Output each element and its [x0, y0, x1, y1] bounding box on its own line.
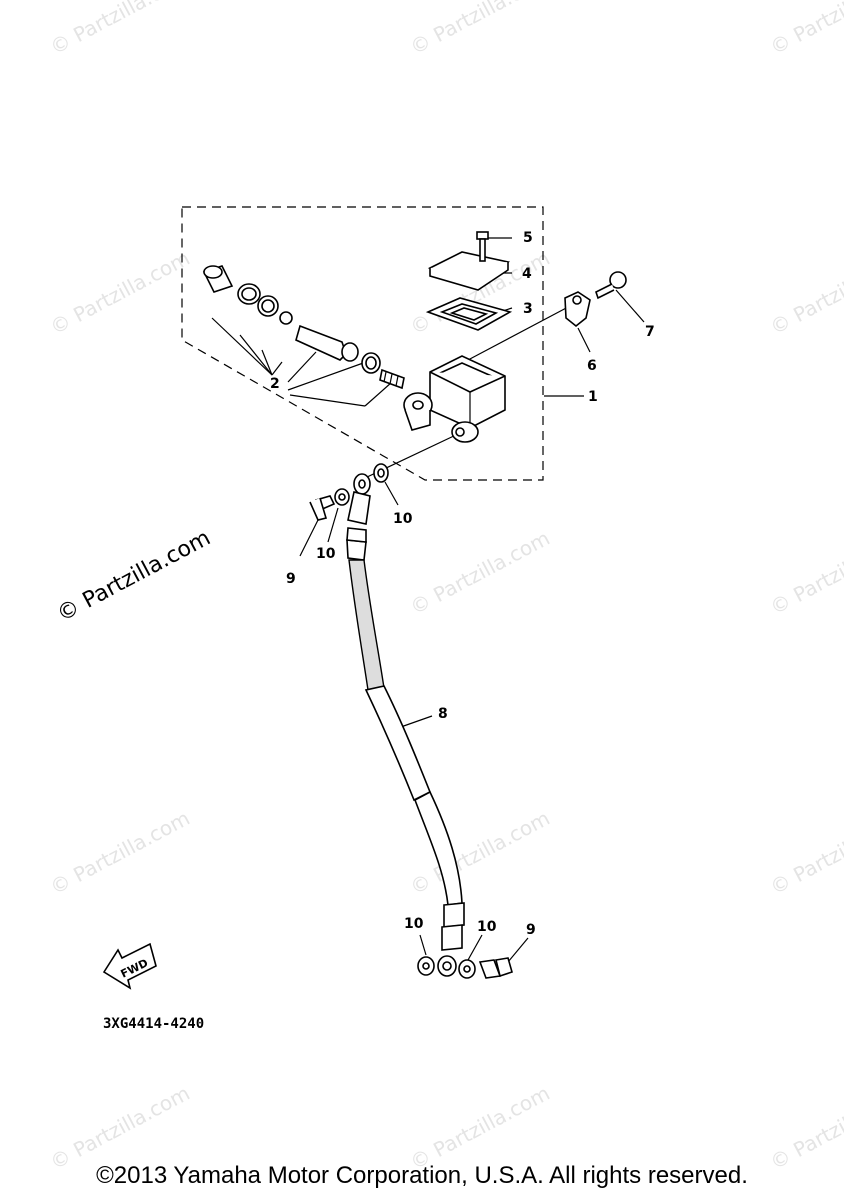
callout-10-top-left: 10	[316, 546, 336, 562]
callout-8: 8	[438, 706, 448, 722]
watermark: © Partzilla.com	[46, 0, 194, 59]
fwd-arrow-icon: FWD	[102, 942, 157, 990]
cap-screw	[476, 231, 489, 262]
callout-labels: 1 2 3 4 5 6 7 8 9 9 10 10 10 10	[270, 230, 655, 938]
callout-10-top-right: 10	[393, 511, 413, 527]
watermark-layer: © Partzilla.com © Partzilla.com © Partzi…	[46, 0, 844, 1174]
callout-9-bottom: 9	[526, 922, 536, 938]
washer-bottom-right	[458, 959, 476, 979]
callout-4: 4	[522, 266, 532, 282]
washer-top	[334, 488, 350, 506]
copyright-notice: ©2013 Yamaha Motor Corporation, U.S.A. A…	[96, 1162, 748, 1189]
callout-5: 5	[523, 230, 533, 246]
callout-10-bottom-left: 10	[404, 916, 424, 932]
diaphragm	[425, 297, 513, 331]
clamp-bolt	[595, 271, 627, 300]
watermark: © Partzilla.com	[46, 246, 194, 340]
callout-9-top: 9	[286, 571, 296, 587]
watermark: © Partzilla.com	[406, 0, 554, 59]
watermark: © Partzilla.com	[46, 1081, 194, 1175]
watermark: © Partzilla.com	[766, 806, 844, 900]
watermark: © Partzilla.com	[46, 806, 194, 900]
callout-6: 6	[587, 358, 597, 374]
diagram-part-code: 3XG4414-4240	[103, 1016, 204, 1032]
brake-hose	[346, 473, 465, 977]
copper-washer	[373, 463, 389, 483]
washer-bottom-left	[417, 956, 435, 976]
reservoir-cap	[427, 251, 511, 291]
watermark: © Partzilla.com	[766, 246, 844, 340]
watermark: © Partzilla.com	[406, 526, 554, 620]
watermark: © Partzilla.com	[766, 0, 844, 59]
watermark-prominent: © Partzilla.com	[53, 526, 215, 628]
master-cylinder-body	[403, 355, 506, 443]
watermark: © Partzilla.com	[406, 1081, 554, 1175]
callout-7: 7	[645, 324, 655, 340]
piston-kit	[202, 265, 405, 390]
callout-10-bottom-right: 10	[477, 919, 497, 935]
assembly-outline	[181, 206, 544, 481]
callout-2: 2	[270, 376, 280, 392]
watermark: © Partzilla.com	[766, 1081, 844, 1175]
union-bolt-bottom	[478, 957, 513, 979]
watermark: © Partzilla.com	[766, 526, 844, 620]
leader-lines	[211, 237, 645, 963]
bracket-clamp	[564, 291, 591, 328]
master-cylinder-assembly	[202, 231, 627, 483]
callout-3: 3	[523, 301, 533, 317]
union-bolt-top	[309, 495, 336, 521]
callout-1: 1	[588, 389, 598, 405]
